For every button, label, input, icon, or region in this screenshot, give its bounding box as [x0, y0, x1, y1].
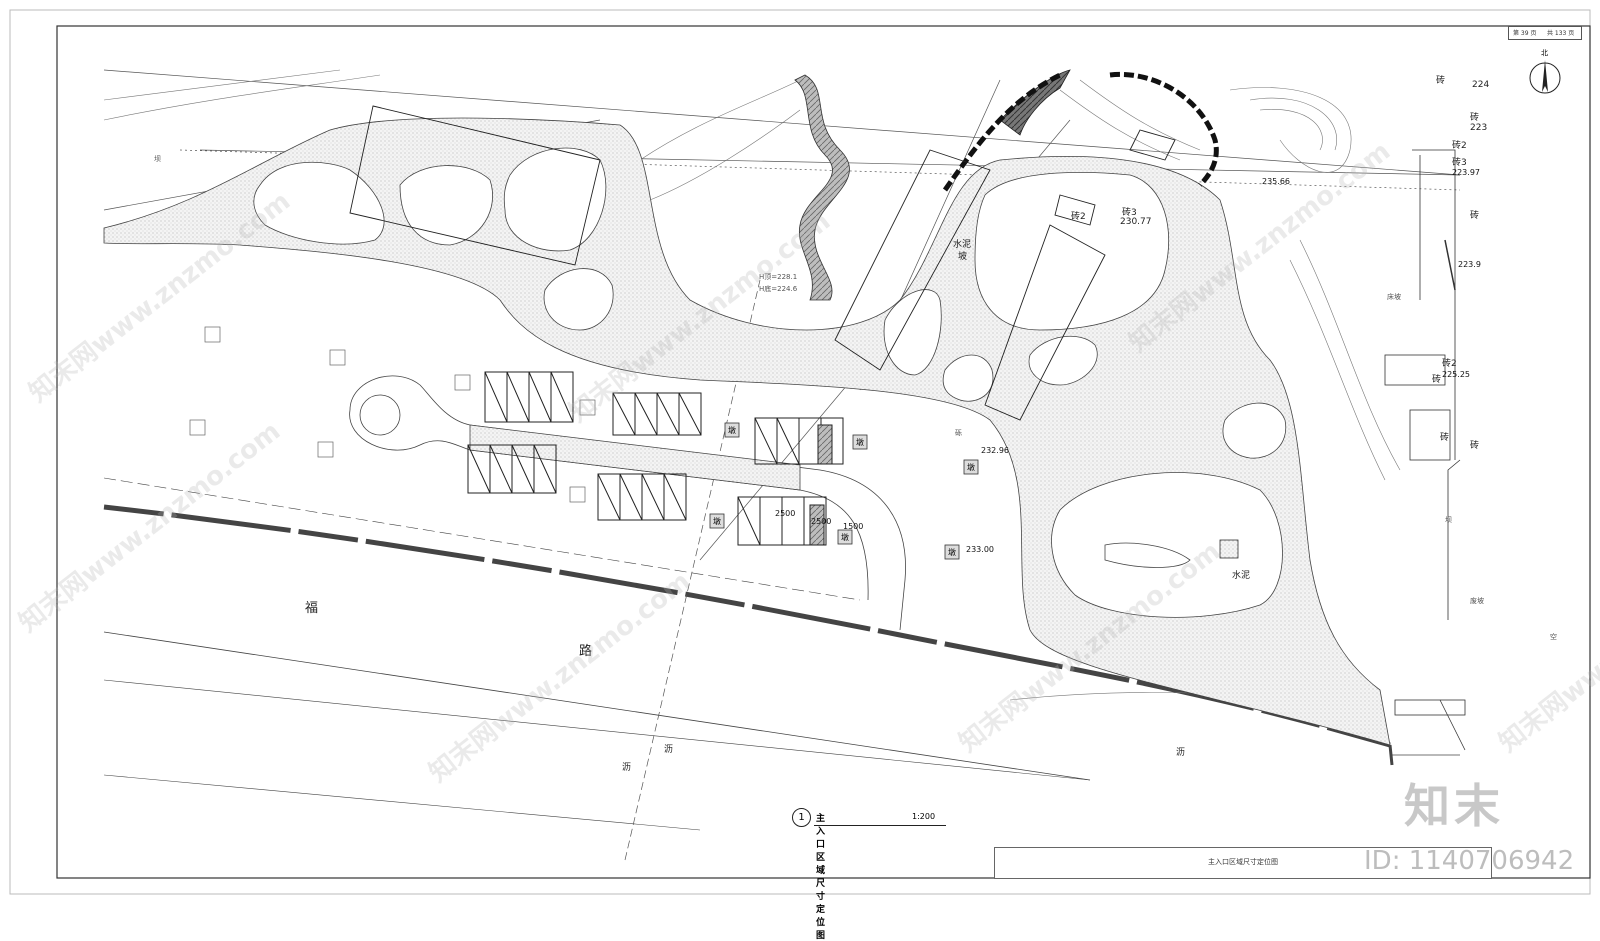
- h-bottom-label: H底=224.6: [759, 285, 798, 293]
- asphalt-label-3: 沥: [1176, 748, 1186, 758]
- dam-label-left: 坝: [154, 155, 161, 163]
- dam-label-r: 坝: [1445, 516, 1452, 524]
- slope-suffix-label: 坡: [958, 252, 968, 262]
- brick2-label-c: 砖2: [1442, 359, 1457, 369]
- dimension-2500-a: 2500: [775, 509, 796, 518]
- caption-number: 1: [792, 808, 811, 827]
- empty-label-r: 空: [1550, 633, 1557, 641]
- slope-band: [999, 69, 1071, 136]
- contour-lines: [103, 69, 1401, 701]
- brick-label-r3: 砖: [1432, 375, 1442, 385]
- boundary-outlines: [349, 105, 1176, 421]
- watermark-logo: 知末: [1404, 779, 1504, 833]
- pier-boxes: [709, 422, 1239, 560]
- title-block: 主入口区域尺寸定位图: [994, 847, 1492, 879]
- brick-label-r2: 砖: [1470, 113, 1480, 123]
- caption-title: 主入口区域尺寸定位图: [816, 814, 826, 941]
- dimension-1500: 1500: [843, 522, 864, 531]
- dimension-2500-b: 2500: [811, 517, 832, 526]
- h-top-label: H顶=228.1: [759, 273, 798, 281]
- brick3-label: 砖3: [1122, 208, 1137, 218]
- site-plan-drawing: [9, 9, 1591, 895]
- elevation-223-9: 223.9: [1458, 260, 1481, 269]
- caption-scale: 1:200: [912, 812, 936, 821]
- page-total: 共 133 页: [1547, 30, 1575, 37]
- slope-label-r: 床坡: [1387, 293, 1401, 301]
- elevation-223: 223: [1470, 123, 1488, 133]
- title-block-text: 主入口区域尺寸定位图: [1208, 858, 1278, 866]
- page-current: 第 39 页: [1513, 30, 1537, 37]
- elevation-225: 225.25: [1442, 370, 1470, 379]
- road-label-fu: 福: [305, 601, 319, 616]
- north-label: 北: [1541, 49, 1548, 57]
- watermark-id: ID: 1140706942: [1364, 846, 1575, 876]
- brick3-label-b: 砖3: [1452, 158, 1467, 168]
- planting-islands: [253, 147, 1287, 618]
- pier-label-6: 墩: [967, 463, 975, 472]
- cement-label: 水泥: [1232, 571, 1251, 581]
- brick2-label-b: 砖2: [1452, 141, 1467, 151]
- loop-driveway: [349, 375, 906, 631]
- brick-label-r6: 砖: [1470, 211, 1480, 221]
- cement-slope-label: 水泥: [953, 240, 972, 250]
- pier-label-3: 墩: [713, 517, 721, 526]
- brick2-label: 砖2: [1071, 212, 1086, 222]
- pier-label-4: 墩: [841, 533, 849, 542]
- elevation-223-97: 223.97: [1452, 168, 1480, 177]
- pier-label-2: 墩: [856, 438, 864, 447]
- pier-label-1: 墩: [728, 426, 736, 435]
- stream-channel: [794, 74, 850, 301]
- north-arrow-icon: 北: [1528, 49, 1562, 98]
- asphalt-label-1: 沥: [664, 745, 674, 755]
- elevation-233: 233.00: [966, 545, 994, 554]
- gravel-label: 砾: [955, 429, 962, 437]
- road-label-lu: 路: [579, 644, 593, 659]
- parking-stalls: [467, 371, 844, 546]
- pier-label-5: 墩: [948, 548, 956, 557]
- brick-label-r4: 砖: [1440, 433, 1450, 443]
- retaining-wall: [942, 71, 1219, 192]
- elevation-224: 224: [1472, 80, 1490, 90]
- elevation-230: 230.77: [1120, 217, 1152, 227]
- caption-underline: [814, 825, 946, 826]
- asphalt-label-2: 沥: [622, 763, 632, 773]
- page-number-box: 第 39 页 共 133 页: [1508, 26, 1582, 40]
- lawn-pads: [189, 326, 596, 503]
- elevation-235: 235.66: [1262, 177, 1290, 186]
- elevation-232: 232.96: [981, 446, 1009, 455]
- right-structures: [1384, 149, 1466, 751]
- slope-label-r2: 废坡: [1470, 597, 1484, 605]
- brick-label-r1: 砖: [1436, 76, 1446, 86]
- brick-label-r5: 砖: [1470, 441, 1480, 451]
- inner-frame: [56, 25, 1591, 879]
